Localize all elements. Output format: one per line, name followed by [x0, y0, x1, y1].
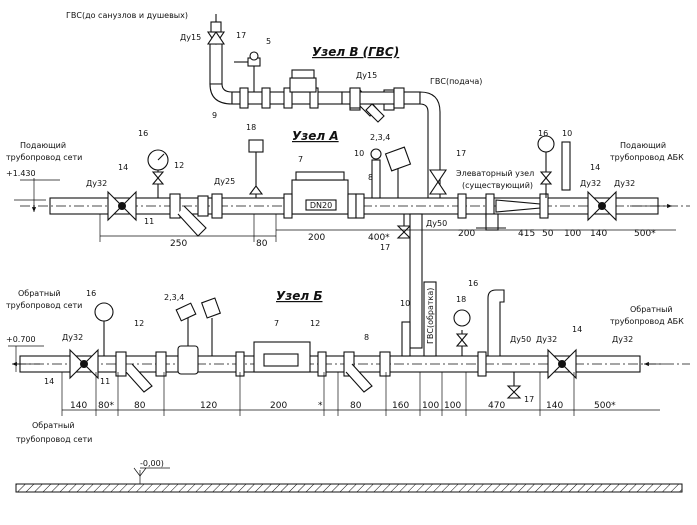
node-v-gvs [206, 14, 441, 211]
dn-label: Ду15 [180, 33, 201, 42]
supply-elevation: +1.430 [6, 169, 36, 178]
dimension-value: 100 [422, 401, 439, 411]
dimension-value: 500* [634, 229, 656, 239]
marker: 12 [134, 319, 144, 328]
abk-return-label-2: трубопровод АБК [610, 317, 684, 326]
marker: 17 [456, 149, 466, 158]
marker: 17 [380, 243, 390, 252]
marker: 16 [138, 129, 148, 138]
abk-supply-label-2: трубопровод АБК [610, 153, 684, 162]
marker: 10 [400, 299, 410, 308]
marker: 14 [590, 163, 600, 172]
node-a-supply: DN20 [14, 135, 690, 349]
marker: 7 [274, 319, 279, 328]
marker: 18 [246, 123, 256, 132]
marker: 7 [298, 155, 303, 164]
dimension-value: 120 [200, 401, 217, 411]
abk-return-label-1: Обратный [630, 305, 673, 314]
elevator-label: Элеваторный узел [456, 169, 534, 178]
dn-label: Ду15 [356, 71, 377, 80]
elevator-sub-label: (существующий) [462, 181, 533, 190]
dimension-value: 50 [542, 229, 554, 239]
dn-label: Ду32 [536, 335, 557, 344]
net-return-bottom-label-2: трубопровод сети [16, 435, 92, 444]
marker: 16 [538, 129, 548, 138]
floor-slab: -0,00) [15, 459, 683, 493]
dimension-value: 100 [564, 229, 581, 239]
dimension-value: 400* [368, 233, 390, 243]
return-dimension-line [61, 372, 660, 416]
dn-label: Ду32 [612, 335, 633, 344]
dn-label: Ду32 [614, 179, 635, 188]
abk-supply-label-1: Подающий [620, 141, 666, 150]
dimension-value: 200 [270, 401, 287, 411]
marker: 10 [354, 149, 364, 158]
node-v-title: Узел В (ГВС) [312, 45, 399, 59]
marker: 14 [118, 163, 128, 172]
dimension-value: 470 [488, 401, 505, 411]
marker: 17 [236, 31, 246, 40]
supply-dimension-line [99, 214, 676, 242]
dimension-value: 80 [134, 401, 146, 411]
marker: 11 [100, 377, 110, 386]
net-supply-label-1: Подающий [20, 141, 66, 150]
marker: 5 [266, 37, 271, 46]
dimension-value: 140 [70, 401, 87, 411]
dn-label: Ду32 [62, 333, 83, 342]
gvs-top-label: ГВС(до санузлов и душевых) [66, 11, 188, 20]
dn-label: Ду50 [510, 335, 531, 344]
net-return-label-1: Обратный [18, 289, 61, 298]
net-return-label-2: трубопровод сети [6, 301, 82, 310]
dimension-value: 250 [170, 239, 187, 249]
node-b-title: Узел Б [276, 289, 322, 303]
dimension-value: 415 [518, 229, 535, 239]
dimension-value: 140 [546, 401, 563, 411]
node-a-title: Узел А [292, 129, 339, 143]
marker: 16 [468, 279, 478, 288]
dimension-value: 140 [590, 229, 607, 239]
gvs-return-label: ГВС(обратка) [426, 288, 435, 344]
dimension-value: 160 [392, 401, 409, 411]
marker: 12 [310, 319, 320, 328]
marker: 8 [364, 333, 369, 342]
dn-label: Ду32 [86, 179, 107, 188]
dimension-value: 80 [350, 401, 362, 411]
dimension-value: 80* [98, 401, 114, 411]
dimension-value: 80 [256, 239, 268, 249]
dimension-value: 100 [444, 401, 461, 411]
marker: 18 [456, 295, 466, 304]
dn-label: Ду32 [580, 179, 601, 188]
marker: 2,3,4 [370, 133, 390, 142]
marker: 9 [212, 111, 217, 120]
dimension-value: 200 [458, 229, 475, 239]
dimension-value: * [318, 401, 323, 411]
marker: 12 [174, 161, 184, 170]
node-b-return [8, 281, 690, 399]
return-elevation: +0.700 [6, 335, 36, 344]
marker: 14 [44, 377, 54, 386]
marker: 16 [86, 289, 96, 298]
dn-label: Ду25 [214, 177, 235, 186]
marker: 17 [524, 395, 534, 404]
marker: 8 [368, 173, 373, 182]
marker: 14 [572, 325, 582, 334]
marker: 10 [562, 129, 572, 138]
floor-elevation: -0,00) [140, 459, 164, 468]
net-supply-label-2: трубопровод сети [6, 153, 82, 162]
dimension-value: 500* [594, 401, 616, 411]
marker: 11 [144, 217, 154, 226]
net-return-bottom-label-1: Обратный [32, 421, 75, 430]
marker: 2,3,4 [164, 293, 184, 302]
dimension-value: 200 [308, 233, 325, 243]
gvs-supply-label: ГВС(подача) [430, 77, 482, 86]
dn-label: Ду50 [426, 219, 447, 228]
meter-a-dn: DN20 [310, 201, 332, 210]
